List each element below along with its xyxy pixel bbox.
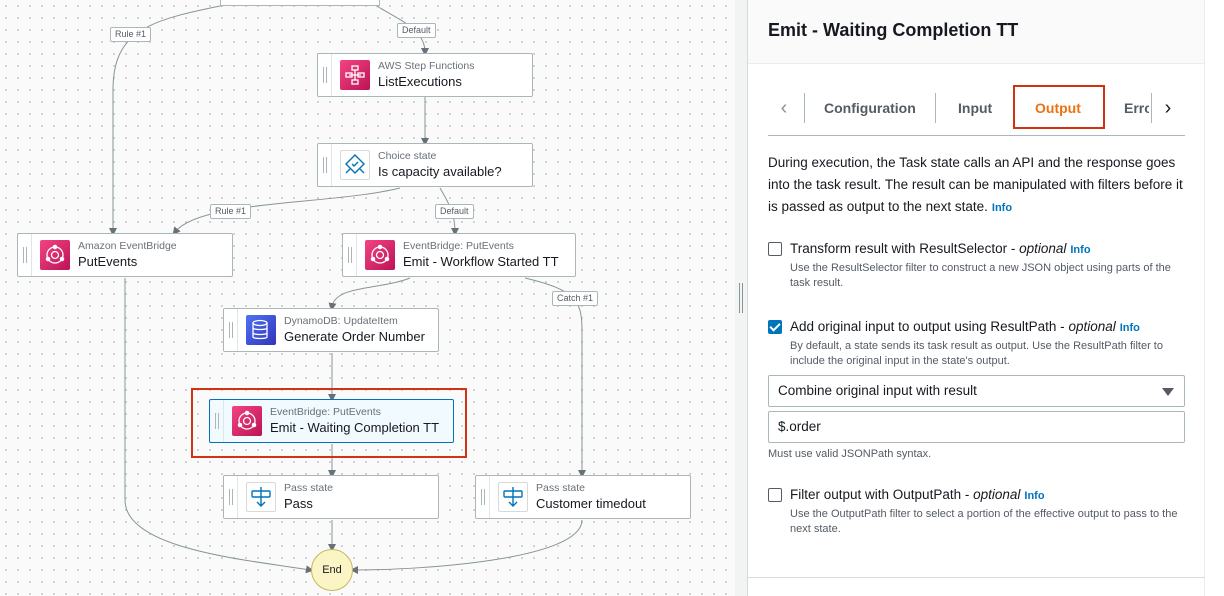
panel-footer-divider <box>748 577 1205 578</box>
drag-handle[interactable] <box>318 54 332 96</box>
node-name: Customer timedout <box>536 496 646 511</box>
edge-label-catch1: Catch #1 <box>552 291 599 306</box>
output-tab-content: During execution, the Task state calls a… <box>768 152 1185 535</box>
selected-node-highlight <box>191 388 467 458</box>
output-path-label: Filter output with OutputPath - optional… <box>790 487 1045 502</box>
chevron-right-icon[interactable]: › <box>1164 97 1172 119</box>
node-generate-order[interactable]: DynamoDB: UpdateItem Generate Order Numb… <box>223 308 439 352</box>
tab-bar: ‹ Configuration Input Output Erro › <box>768 85 1185 136</box>
drag-handle[interactable] <box>210 400 224 442</box>
panel-header: Emit - Waiting Completion TT <box>748 0 1204 64</box>
end-node[interactable]: End <box>311 549 353 591</box>
result-selector-description: Use the ResultSelector filter to constru… <box>790 262 1171 289</box>
edge-putevents-end <box>124 278 314 574</box>
drag-handle[interactable] <box>18 234 32 276</box>
result-path-input[interactable]: $.order <box>768 411 1185 443</box>
drag-handle[interactable] <box>224 309 238 351</box>
edge-label-default-top: Default <box>397 23 436 38</box>
node-kind: Pass state <box>536 482 586 494</box>
choice-icon <box>340 150 370 180</box>
info-link[interactable]: Info <box>1119 322 1140 334</box>
tab-output[interactable]: Output <box>1035 100 1081 116</box>
node-name: Is capacity available? <box>378 164 502 179</box>
node-kind: DynamoDB: UpdateItem <box>284 315 398 327</box>
tab-divider <box>1151 93 1152 123</box>
edge-workflow-generate <box>328 277 411 311</box>
node-choice[interactable]: Choice state Is capacity available? <box>317 143 533 187</box>
node-name: Emit - Workflow Started TT <box>403 254 559 269</box>
tab-errors[interactable]: Erro <box>1124 100 1149 116</box>
drag-handle[interactable] <box>318 144 332 186</box>
node-name: Generate Order Number <box>284 329 425 344</box>
edge-label-default-mid: Default <box>435 204 474 219</box>
info-link[interactable]: Info <box>991 202 1013 214</box>
result-path-checkbox[interactable] <box>768 320 782 334</box>
tab-divider <box>804 93 805 123</box>
inspector-panel: Emit - Waiting Completion TT ‹ Configura… <box>748 0 1205 596</box>
panel-splitter[interactable] <box>735 0 748 596</box>
result-selector-checkbox[interactable] <box>768 242 782 256</box>
eventbridge-icon <box>232 406 262 436</box>
node-pass[interactable]: Pass state Pass <box>223 475 439 519</box>
result-selector-label: Transform result with ResultSelector - o… <box>790 241 1091 256</box>
output-description: During execution, the Task state calls a… <box>768 155 1183 214</box>
input-value: $.order <box>778 419 821 434</box>
option-output-path: Filter output with OutputPath - optional… <box>768 486 1185 537</box>
edge-label-rule1-mid: Rule #1 <box>210 204 252 219</box>
caret-down-icon <box>1162 388 1174 396</box>
tab-configuration[interactable]: Configuration <box>824 100 916 116</box>
edge-choice-putevents <box>172 187 401 236</box>
option-result-selector: Transform result with ResultSelector - o… <box>768 240 1185 291</box>
pass-icon <box>246 482 276 512</box>
node-kind: EventBridge: PutEvents <box>403 240 514 252</box>
active-tab-highlight <box>1013 85 1105 129</box>
chevron-left-icon[interactable]: ‹ <box>780 97 788 119</box>
drag-handle[interactable] <box>224 476 238 518</box>
node-list-executions[interactable]: AWS Step Functions ListExecutions <box>317 53 533 97</box>
output-path-checkbox[interactable] <box>768 488 782 502</box>
result-path-description: By default, a state sends its task resul… <box>790 340 1163 367</box>
info-link[interactable]: Info <box>1070 244 1091 256</box>
node-name: Emit - Waiting Completion TT <box>270 420 440 435</box>
node-kind: AWS Step Functions <box>378 60 475 72</box>
output-path-description: Use the OutputPath filter to select a po… <box>790 508 1178 535</box>
node-put-events[interactable]: Amazon EventBridge PutEvents <box>17 233 233 277</box>
eventbridge-icon <box>40 240 70 270</box>
drag-handle[interactable] <box>343 234 357 276</box>
result-path-mode-select[interactable]: Combine original input with result <box>768 375 1185 407</box>
tab-divider <box>935 93 936 123</box>
previous-state-node[interactable] <box>220 0 380 6</box>
tab-input[interactable]: Input <box>958 100 993 116</box>
info-link[interactable]: Info <box>1024 490 1045 502</box>
edge-catch <box>524 277 586 478</box>
workflow-edges <box>109 4 586 574</box>
node-waiting-completion[interactable]: EventBridge: PutEvents Emit - Waiting Co… <box>209 399 454 443</box>
select-value: Combine original input with result <box>778 383 977 398</box>
result-path-hint: Must use valid JSONPath syntax. <box>768 448 932 460</box>
node-workflow-started[interactable]: EventBridge: PutEvents Emit - Workflow S… <box>342 233 576 277</box>
node-name: PutEvents <box>78 254 138 269</box>
edge-label-rule1-top: Rule #1 <box>110 27 152 42</box>
pass-icon <box>498 482 528 512</box>
node-kind: Pass state <box>284 482 334 494</box>
eventbridge-icon <box>365 240 395 270</box>
splitter-handle[interactable] <box>739 283 743 313</box>
node-name: ListExecutions <box>378 74 462 89</box>
drag-handle[interactable] <box>476 476 490 518</box>
node-customer-timedout[interactable]: Pass state Customer timedout <box>475 475 691 519</box>
node-kind: EventBridge: PutEvents <box>270 406 381 418</box>
step-functions-icon <box>340 60 370 90</box>
workflow-canvas[interactable]: Rule #1 Default Rule #1 Default Catch #1… <box>0 0 735 596</box>
edge-timedout-end <box>350 519 583 574</box>
panel-title: Emit - Waiting Completion TT <box>768 20 1019 40</box>
node-kind: Choice state <box>378 150 437 162</box>
node-name: Pass <box>284 496 313 511</box>
option-result-path: Add original input to output using Resul… <box>768 318 1185 369</box>
node-kind: Amazon EventBridge <box>78 240 177 252</box>
result-path-label: Add original input to output using Resul… <box>790 319 1140 334</box>
dynamodb-icon <box>246 315 276 345</box>
